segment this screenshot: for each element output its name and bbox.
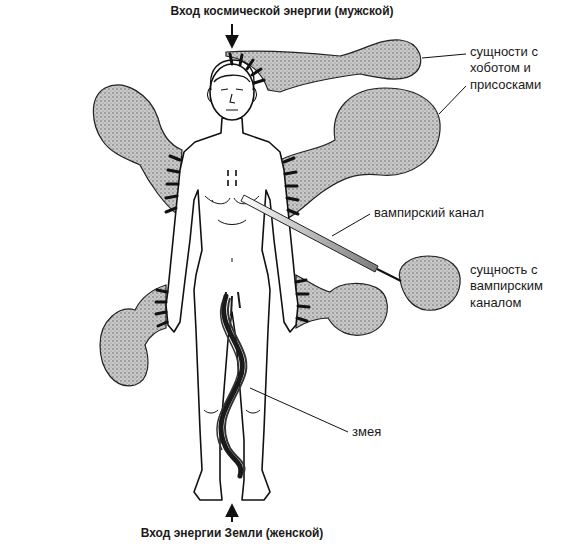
- entity-blob: [93, 85, 182, 215]
- energy-arrow: [231, 506, 233, 522]
- suckers: [156, 290, 167, 326]
- vampire-entity: [399, 256, 460, 310]
- callout-label-box: сущность с вампирским каналом: [470, 262, 574, 311]
- snake: [217, 300, 239, 450]
- energy-input-label: Вход энергии Земли (женской): [141, 526, 324, 540]
- leader-line: [439, 86, 466, 114]
- suckers: [230, 54, 264, 83]
- energy-input-label: Вход космической энергии (мужской): [170, 4, 393, 18]
- leader-line: [422, 54, 466, 58]
- figure-face: [208, 88, 257, 110]
- entity-blob: [280, 88, 440, 218]
- figure-head: [210, 64, 254, 120]
- vampire-channel: [241, 195, 378, 272]
- suckers: [284, 158, 298, 214]
- callout-label: вампирский канал: [374, 205, 484, 220]
- callout-label: сущность с вампирским каналом: [470, 262, 543, 310]
- human-figure: [166, 118, 298, 500]
- entity-blob: [296, 275, 387, 335]
- leader-line: [250, 388, 348, 432]
- callout-label-box: вампирский канал: [374, 205, 514, 221]
- callout-label-box: змея: [352, 424, 432, 440]
- energy-arrow: [231, 24, 233, 46]
- vampire-channel: [377, 269, 401, 281]
- energy-input-label-box: Вход космической энергии (мужской): [132, 4, 432, 19]
- callout-label: сущности с хоботом и присосками: [470, 44, 541, 92]
- snake: [225, 298, 247, 472]
- callout-label: змея: [352, 424, 381, 439]
- chest-marks: [228, 170, 236, 186]
- entity-blob: [100, 285, 166, 386]
- suckers: [296, 280, 309, 321]
- entity-blob: [226, 40, 421, 92]
- body-details: [204, 196, 260, 413]
- suckers: [166, 156, 180, 212]
- callout-label-box: сущности с хоботом и присосками: [470, 44, 574, 93]
- energy-input-label-box: Вход энергии Земли (женской): [82, 526, 382, 541]
- leader-line: [332, 214, 370, 236]
